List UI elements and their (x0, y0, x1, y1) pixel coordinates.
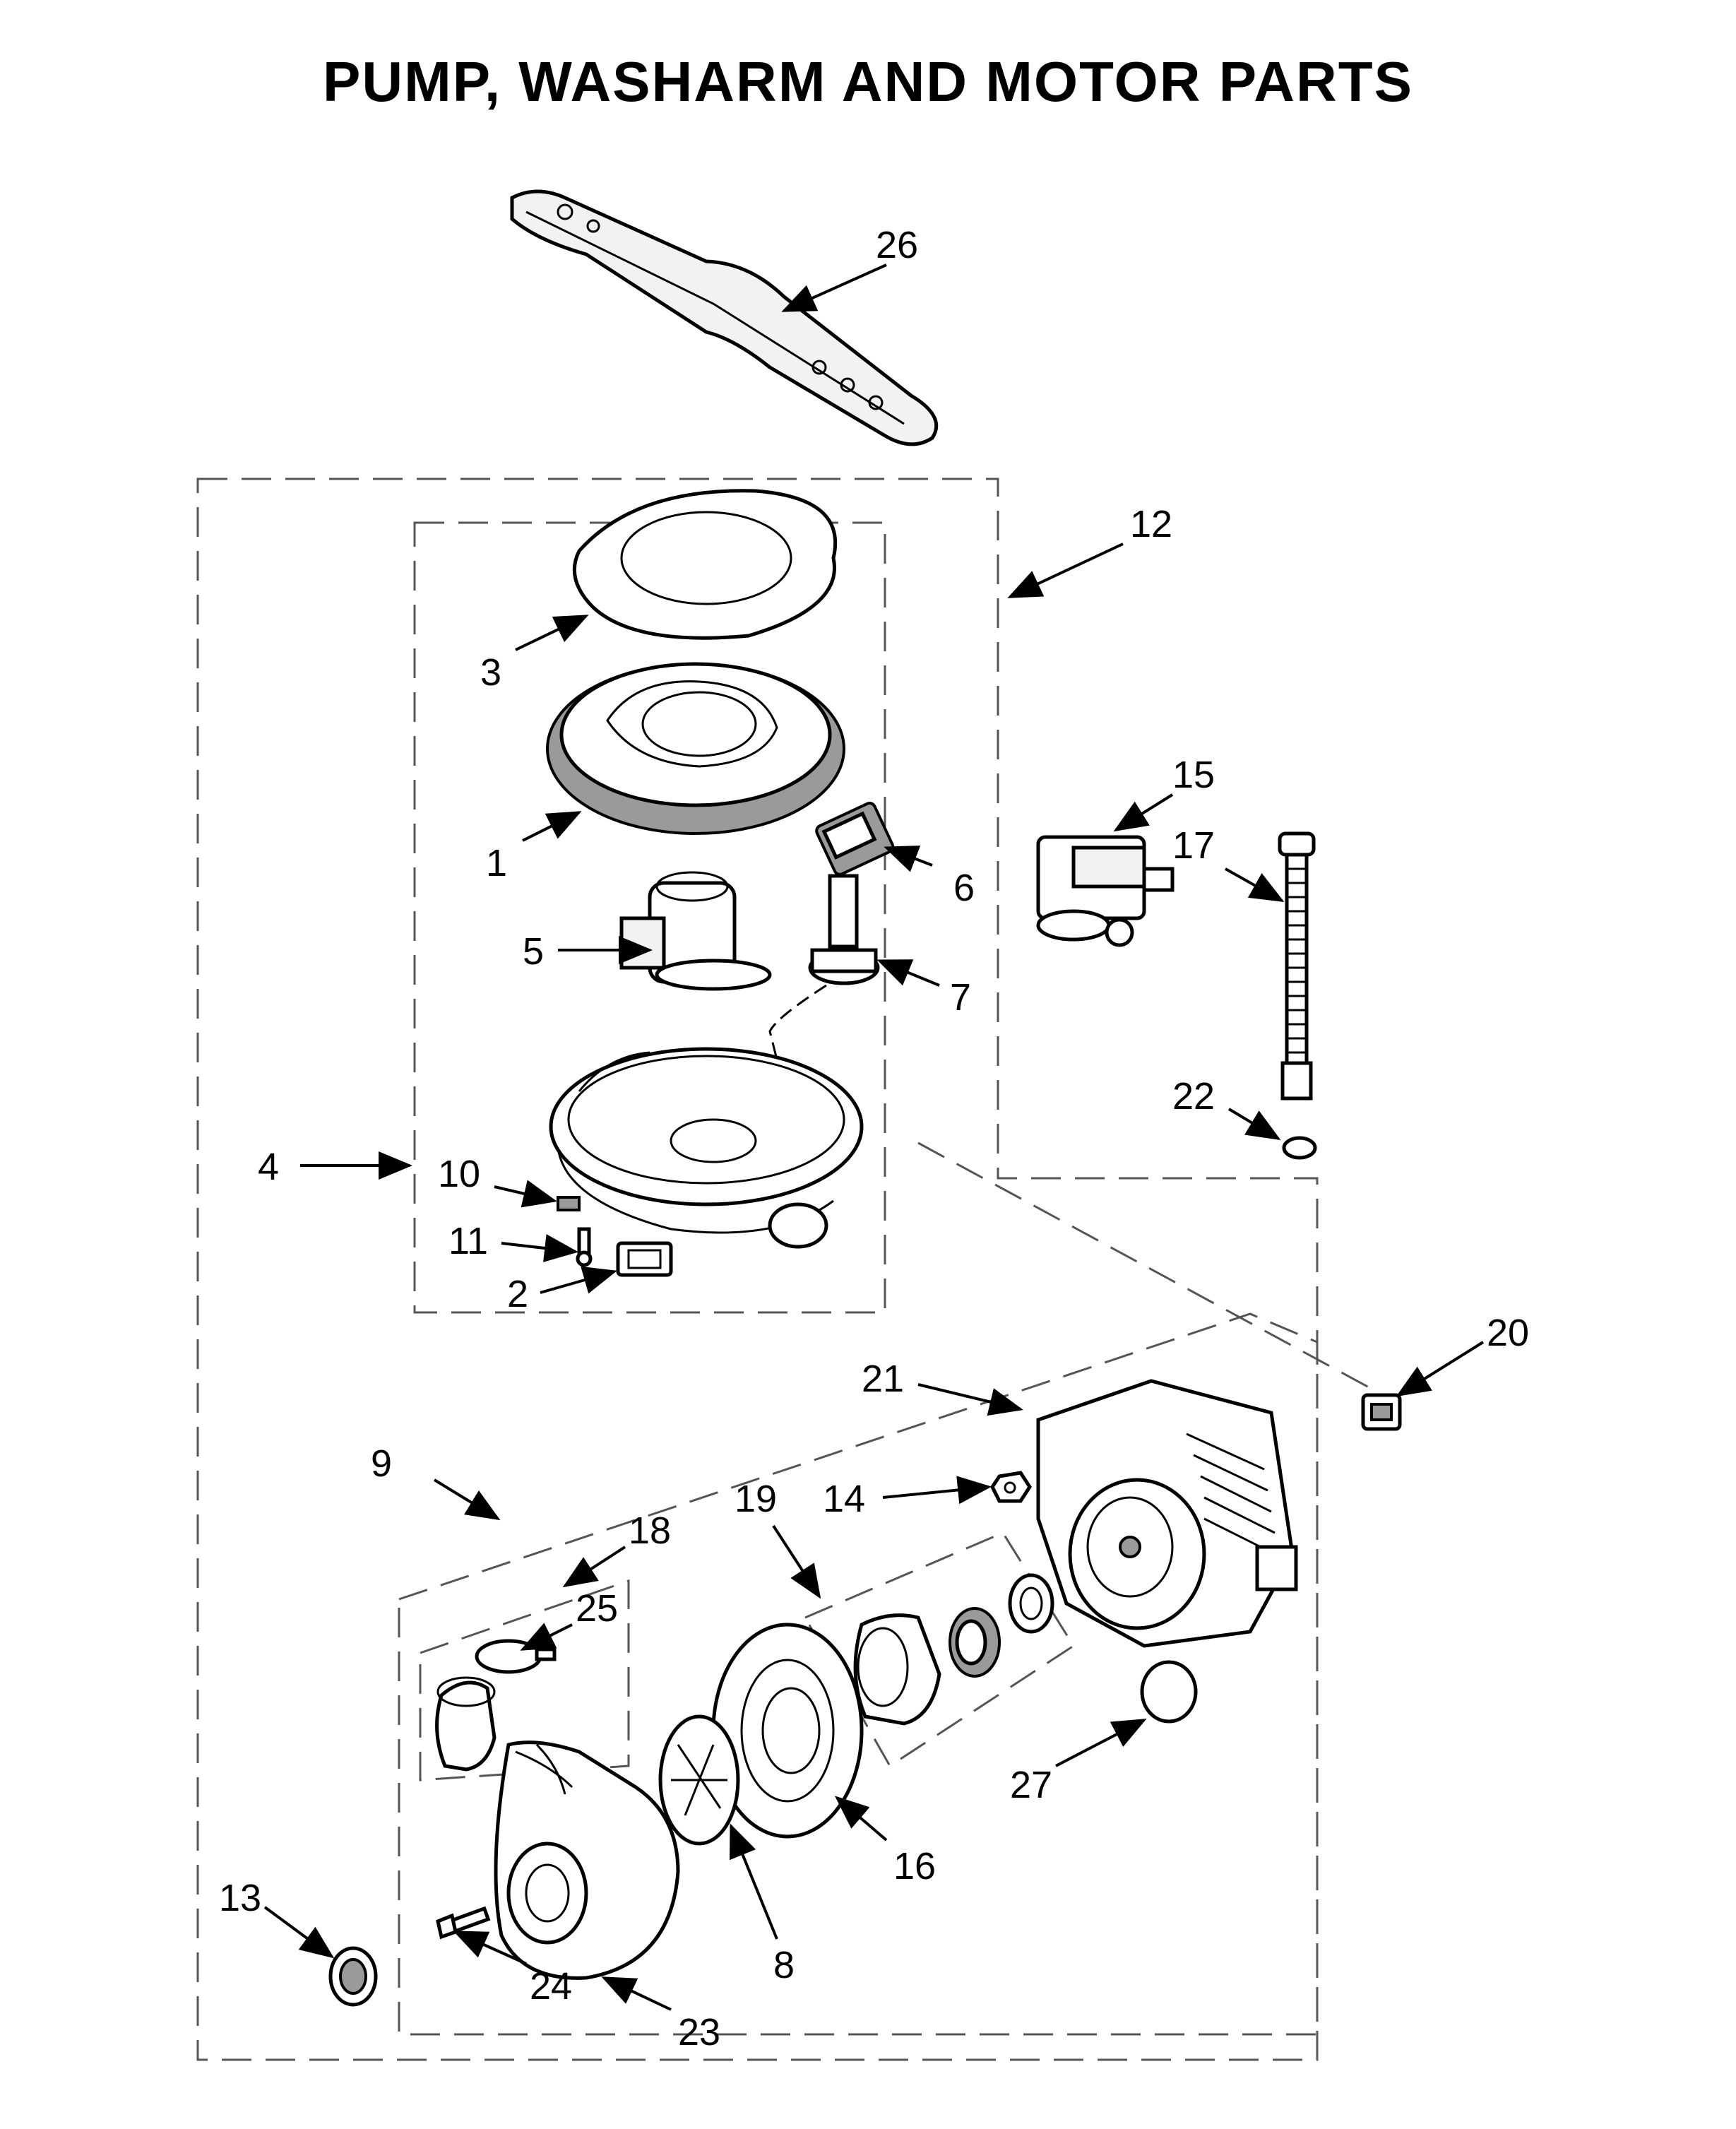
leader-12 (1007, 542, 1124, 598)
leader-8 (730, 1823, 778, 1940)
filter-cover-part (572, 489, 838, 640)
callout-25: 25 (576, 1587, 618, 1630)
callout-1: 1 (486, 842, 507, 884)
callout-7: 7 (950, 976, 971, 1019)
callout-14: 14 (823, 1478, 865, 1520)
leader-10 (494, 1180, 557, 1208)
callout-23: 23 (678, 2011, 720, 2053)
leader-22 (1227, 1108, 1281, 1141)
hose-clamp-part (1282, 1136, 1317, 1160)
callout-22: 22 (1172, 1075, 1215, 1117)
motor-sensor-link (917, 1141, 1371, 1389)
thermistor-part (1361, 1393, 1402, 1431)
motor-part (1036, 1379, 1298, 1648)
leader-9 (433, 1478, 501, 1521)
seal-part (328, 1946, 378, 2007)
callout-27: 27 (1010, 1764, 1052, 1806)
leader-3 (515, 615, 589, 651)
nut-part (990, 1471, 1032, 1503)
callout-26: 26 (876, 224, 918, 266)
callout-15: 15 (1172, 754, 1215, 796)
callout-13: 13 (219, 1877, 261, 1919)
gasket-part (1140, 1660, 1198, 1724)
leader-16 (834, 1796, 888, 1842)
assembly-12-outline (196, 478, 1319, 2061)
bolt-part (436, 1906, 491, 1940)
impeller-seal-part (853, 1573, 1054, 1726)
washarm-part (510, 189, 939, 446)
leader-23 (601, 1976, 672, 2011)
leader-20 (1396, 1341, 1485, 1397)
elbow-fitting-part (435, 1676, 497, 1772)
impeller-part (658, 1714, 740, 1846)
callout-labels: 26 12 3 1 15 17 6 5 7 22 4 10 11 2 20 21… (219, 224, 1529, 2053)
leader-7 (876, 959, 940, 987)
callout-10: 10 (438, 1153, 480, 1195)
connector-part (557, 1196, 581, 1211)
leader-18 (562, 1546, 626, 1588)
sump-part (549, 1047, 864, 1249)
callout-12: 12 (1130, 503, 1172, 545)
leader-1 (522, 811, 582, 842)
leader-24 (453, 1931, 527, 1965)
callout-21: 21 (862, 1358, 904, 1400)
callout-3: 3 (480, 651, 501, 694)
leader-21 (917, 1383, 1023, 1416)
callout-18: 18 (629, 1510, 671, 1552)
callout-9: 9 (371, 1442, 392, 1485)
leader-14 (882, 1476, 992, 1505)
callout-11: 11 (448, 1220, 488, 1262)
hose-clamp-small-part (475, 1639, 557, 1674)
callout-17: 17 (1172, 824, 1215, 867)
page-title: PUMP, WASHARM AND MOTOR PARTS (323, 50, 1413, 113)
volute-plate-part (711, 1623, 864, 1839)
drain-pump-part (1036, 835, 1175, 947)
pump-housing-part (619, 871, 772, 991)
callout-16: 16 (893, 1845, 936, 1887)
assembly-9-outline (398, 1312, 1319, 2036)
wash-pump-housing-part (494, 1740, 680, 1980)
leader-arrows (263, 263, 1485, 2011)
leader-19 (772, 1524, 821, 1599)
turbidity-sensor-part (815, 802, 895, 876)
callout-8: 8 (773, 1944, 795, 1986)
diverter-part (768, 874, 880, 1060)
leader-17 (1225, 867, 1285, 902)
leader-11 (501, 1234, 578, 1262)
leader-2 (540, 1266, 617, 1294)
leader-25 (520, 1623, 573, 1651)
leader-13 (263, 1906, 335, 1959)
leader-27 (1055, 1719, 1147, 1767)
harness-plug-part (616, 1241, 673, 1277)
callout-6: 6 (953, 867, 975, 909)
assembly-18-outline (419, 1579, 630, 1781)
leader-15 (1113, 793, 1174, 832)
callout-2: 2 (507, 1273, 528, 1315)
leader-6 (884, 846, 933, 872)
leader-26 (781, 263, 887, 312)
callout-19: 19 (735, 1478, 777, 1520)
callout-5: 5 (523, 930, 544, 973)
callout-4: 4 (258, 1146, 279, 1188)
drain-hose-part (1278, 831, 1316, 1101)
callout-24: 24 (530, 1965, 572, 2008)
filter-part (546, 662, 845, 835)
screw-part (576, 1227, 593, 1267)
callout-20: 20 (1487, 1312, 1529, 1354)
